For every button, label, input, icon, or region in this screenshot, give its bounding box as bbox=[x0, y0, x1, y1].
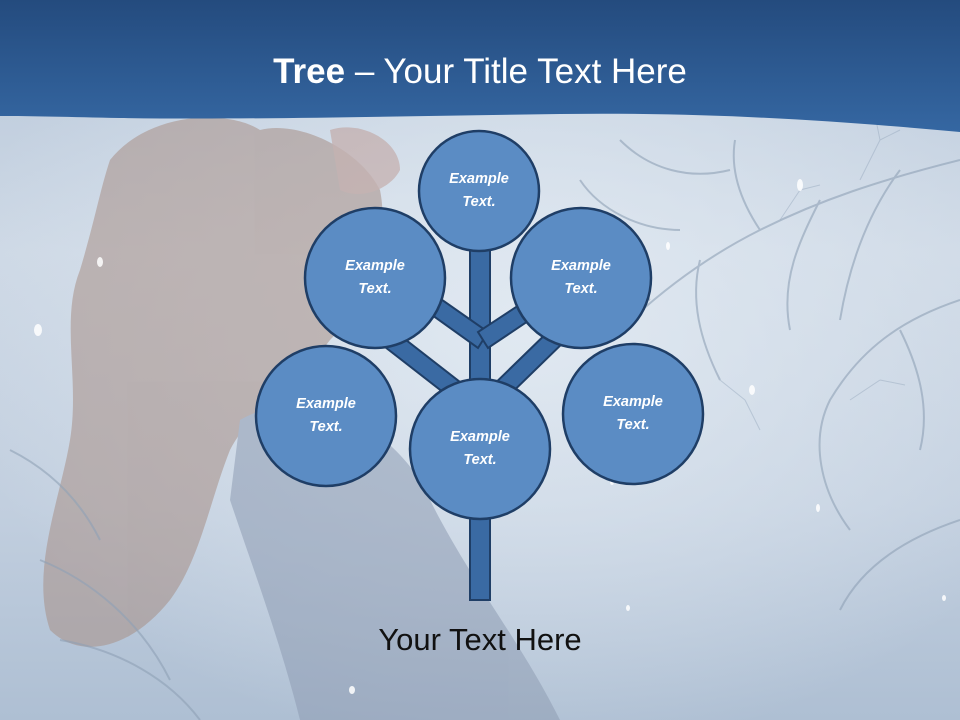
node-circle-top bbox=[417, 129, 541, 253]
node-label-line1: Example bbox=[450, 429, 510, 445]
node-label-line2: Text. bbox=[564, 281, 598, 297]
node-label-line1: Example bbox=[603, 394, 663, 410]
node-label-center: Example Text. bbox=[425, 426, 535, 472]
title-rest: Your Title Text Here bbox=[383, 52, 687, 91]
node-label-line2: Text. bbox=[309, 419, 343, 435]
header-band bbox=[0, 0, 960, 132]
caption-text: Your Text Here bbox=[378, 622, 582, 657]
node-label-line1: Example bbox=[551, 258, 611, 274]
node-label-line1: Example bbox=[345, 258, 405, 274]
node-label-line1: Example bbox=[449, 171, 509, 187]
tree-nodes bbox=[254, 129, 705, 521]
node-label-line1: Example bbox=[296, 396, 356, 412]
node-label-line2: Text. bbox=[358, 281, 392, 297]
title-bold: Tree bbox=[273, 52, 346, 91]
node-circle-center bbox=[408, 377, 552, 521]
node-label-lower-right: Example Text. bbox=[578, 391, 688, 437]
snowflakes bbox=[34, 179, 946, 694]
node-label-line2: Text. bbox=[462, 194, 496, 210]
node-label-upper-right: Example Text. bbox=[526, 255, 636, 301]
node-label-top: Example Text. bbox=[424, 168, 534, 214]
slide-title: Tree – Your Title Text Here bbox=[0, 52, 960, 92]
node-circle-lower-left bbox=[254, 344, 398, 488]
node-label-upper-left: Example Text. bbox=[320, 255, 430, 301]
node-label-lower-left: Example Text. bbox=[271, 393, 381, 439]
node-circle-upper-left bbox=[303, 206, 447, 350]
node-circle-upper-right bbox=[509, 206, 653, 350]
node-label-line2: Text. bbox=[463, 452, 497, 468]
title-separator: – bbox=[345, 52, 384, 91]
node-circle-lower-right bbox=[561, 342, 705, 486]
node-label-line2: Text. bbox=[616, 417, 650, 433]
